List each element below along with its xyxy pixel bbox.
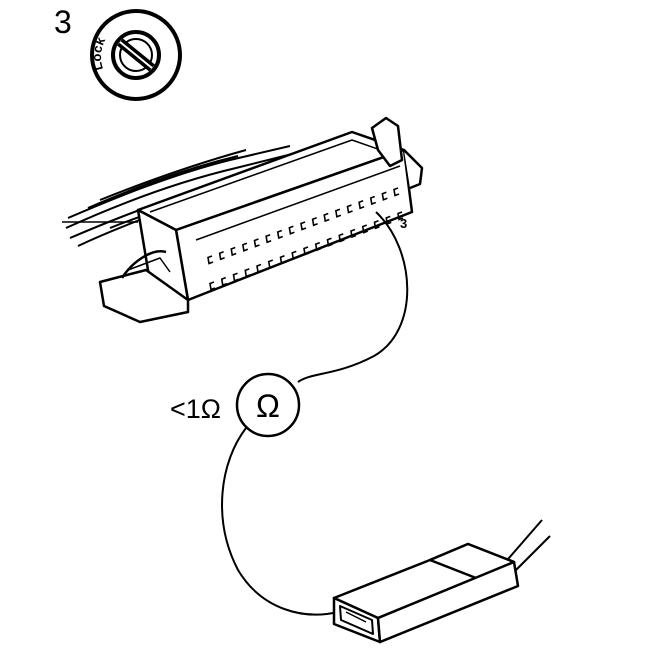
pin-number-label: 3 — [400, 216, 407, 231]
connector-pin-slot — [291, 250, 298, 260]
connector-pin-slot — [207, 255, 214, 265]
connector-pins-lower-row — [209, 211, 404, 291]
connector-pin-slot — [230, 246, 237, 257]
connector-pin-slot — [385, 215, 392, 225]
connector-pin-slot — [241, 242, 249, 252]
connector-pin-slot — [326, 237, 333, 247]
connector-pin-slot — [358, 200, 365, 210]
connector-pins-upper-row — [207, 187, 400, 265]
ignition-lock-icon: Lock — [89, 9, 182, 101]
connector-pin-slot — [393, 187, 400, 197]
test-lead-lower — [221, 427, 339, 616]
connector-pin-slot — [244, 268, 251, 278]
ohmmeter-icon: Ω — [235, 372, 301, 438]
connector-pin-slot — [218, 251, 225, 261]
connector-pin-slot — [361, 224, 369, 234]
connector-pin-slot — [232, 272, 239, 282]
multi-pin-connector — [98, 116, 424, 324]
ohm-symbol: Ω — [256, 388, 280, 424]
connector-pin-slot — [323, 212, 330, 223]
connector-pin-slot — [267, 259, 275, 269]
connector-pin-slot — [369, 195, 377, 206]
connector-pin-slot — [338, 233, 345, 243]
connector-pin-slot — [314, 241, 322, 252]
connector-pin-slot — [373, 220, 380, 230]
connector-pin-slot — [346, 204, 353, 214]
connector-pin-slot — [265, 234, 272, 244]
connector-pin-slot — [253, 238, 260, 248]
connector-pin-slot — [350, 228, 357, 239]
connector-pin-slot — [303, 246, 310, 256]
connector-pin-slot — [276, 229, 284, 240]
connector-pin-slot — [334, 208, 342, 218]
step-number: 3 — [54, 4, 72, 40]
resistance-reading: <1Ω — [170, 394, 221, 424]
connector-pin-slot — [220, 276, 228, 287]
connector-pin-slot — [300, 221, 307, 231]
connector-pin-slot — [311, 217, 318, 227]
connector-pin-slot — [397, 211, 404, 221]
single-terminal-plug — [332, 519, 551, 644]
connector-pin-slot — [256, 263, 263, 274]
test-lead-upper — [297, 211, 409, 383]
connector-pin-slot — [288, 225, 295, 235]
connector-pin-slot — [209, 281, 216, 291]
connector-pin-slot — [279, 255, 286, 265]
connector-pin-slot — [381, 191, 388, 201]
